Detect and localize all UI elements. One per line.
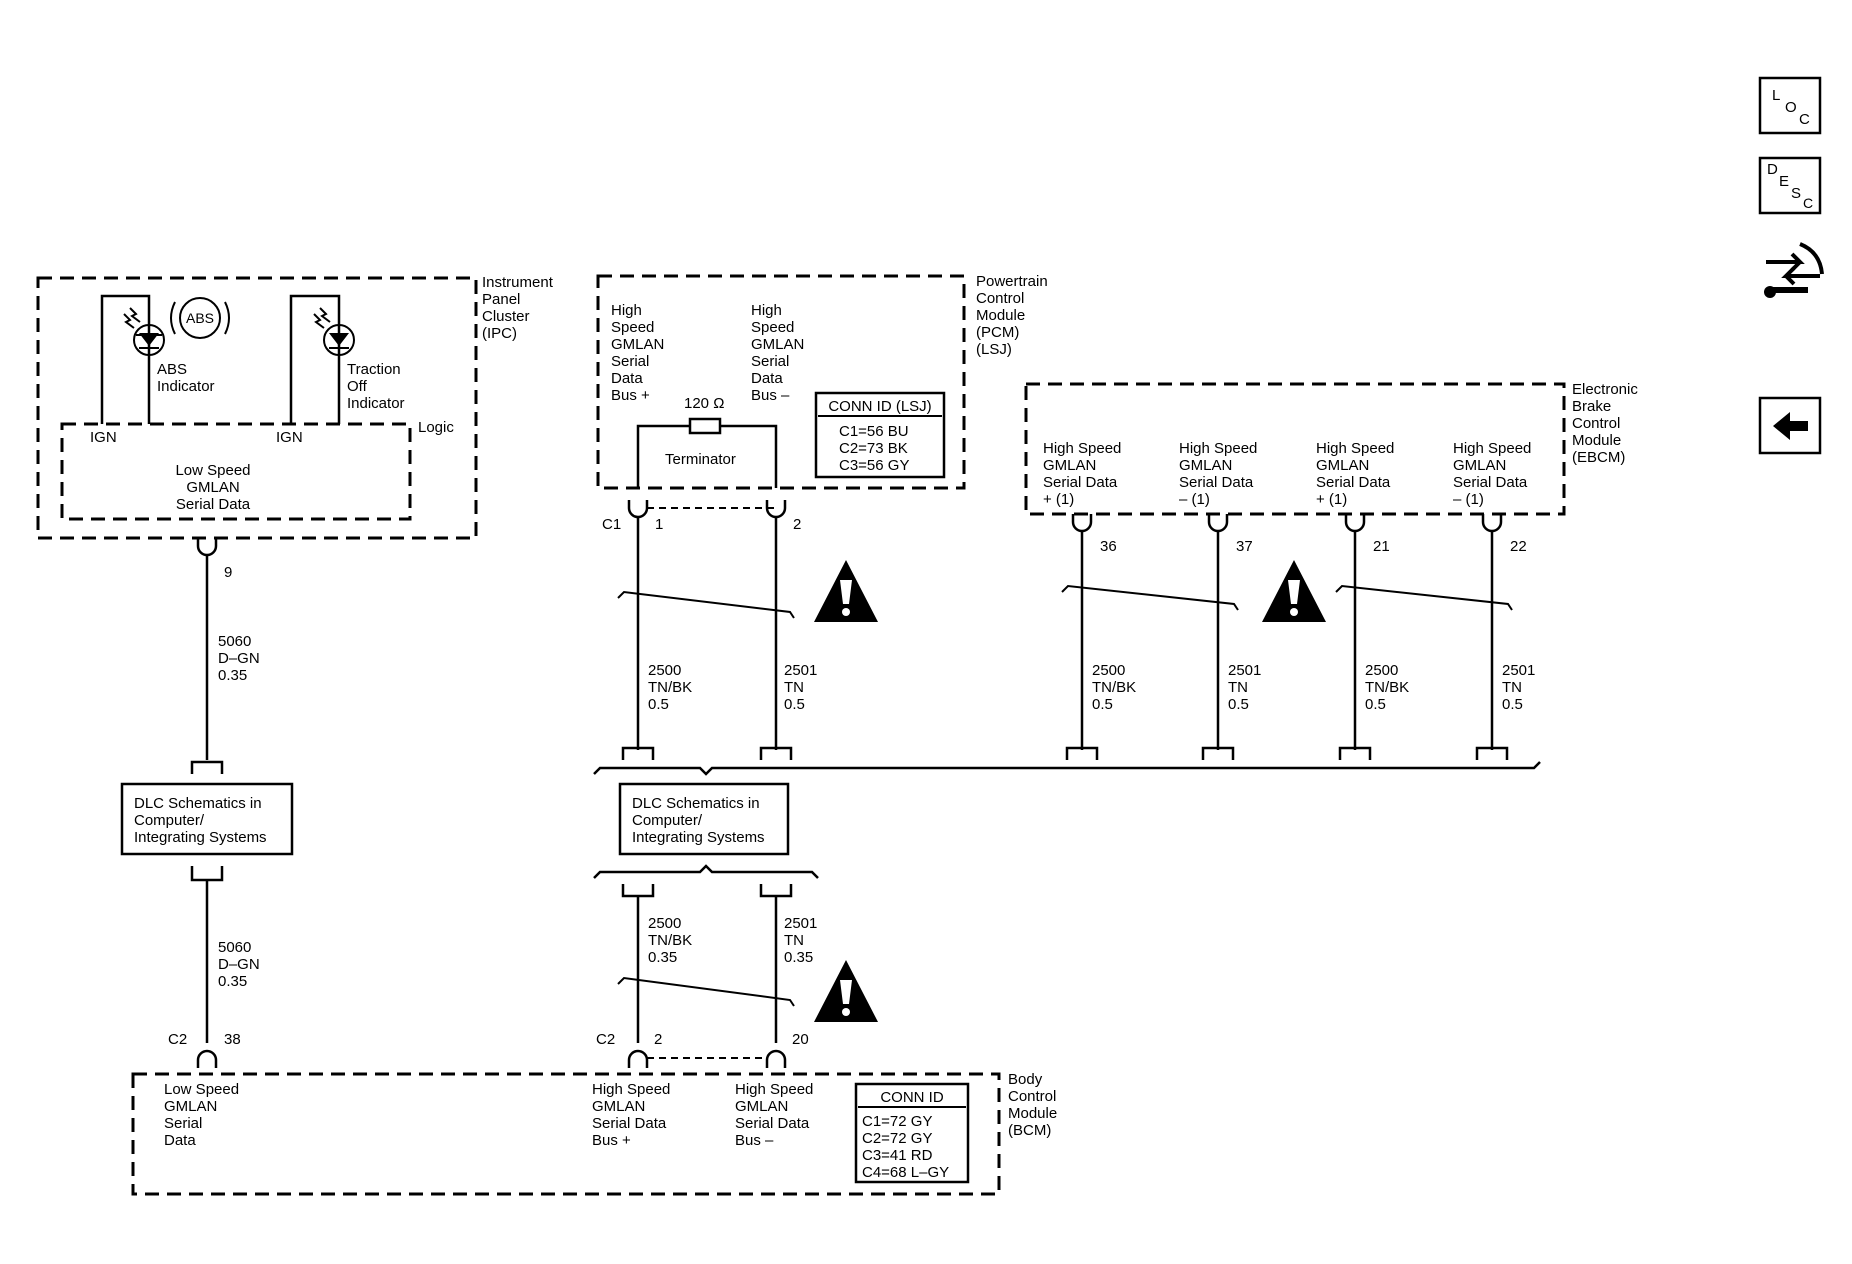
abs-warning-icon [179,297,221,339]
caution-icon-3 [814,960,878,1022]
bcm-conn-c2-right: C2 [596,1031,615,1048]
bcm-conn-id-box [854,1082,970,1184]
terminator-resistor [688,417,722,435]
caution-icon-1 [814,560,878,622]
ipc-logic-label: Logic [418,419,454,436]
svg-text:D: D [1767,161,1778,178]
svg-text:E: E [1779,173,1789,190]
back-arrow-icon[interactable] [1758,396,1822,455]
svg-text:C: C [1803,195,1813,211]
terminator-label: Terminator [665,451,736,468]
ebcm-pin-36: 36 [1100,538,1117,555]
svg-text:O: O [1785,99,1797,116]
svg-text:S: S [1791,185,1801,202]
caution-icon-2 [1262,560,1326,622]
svg-text:L: L [1772,87,1780,104]
terminator-resistance: 120 Ω [684,395,724,412]
bcm-conn-id-title: CONN ID [880,1089,944,1106]
pcm-conn-id-title: CONN ID (LSJ) [828,398,931,415]
pcm-conn-c1-label: C1 [602,516,621,533]
bcm-pin-20: 20 [792,1031,809,1048]
loc-button[interactable]: L O C [1758,76,1822,135]
ipc-ign-label-2: IGN [276,429,303,446]
dlc-bus-bracket-upper [593,746,1541,776]
ebcm-pin-22: 22 [1510,538,1527,555]
connector-repair-icon[interactable] [1764,242,1824,298]
bcm-conn-c2-left: C2 [168,1031,187,1048]
bcm-pin-38: 38 [224,1031,241,1048]
ipc-ign-label-1: IGN [90,429,117,446]
ipc-pin-9: 9 [224,564,232,581]
pcm-pin-2: 2 [793,516,801,533]
bcm-pin-2: 2 [654,1031,662,1048]
desc-button[interactable]: D E S C [1758,156,1822,215]
pcm-pin-1: 1 [655,516,663,533]
ebcm-pin-21: 21 [1373,538,1390,555]
dlc-left-box [120,782,294,856]
abs-symbol-text: ABS [186,310,214,326]
dlc-center-box [618,782,790,856]
pcm-conn-id-box [814,391,946,479]
ebcm-pin-37: 37 [1236,538,1253,555]
svg-text:C: C [1799,111,1810,128]
